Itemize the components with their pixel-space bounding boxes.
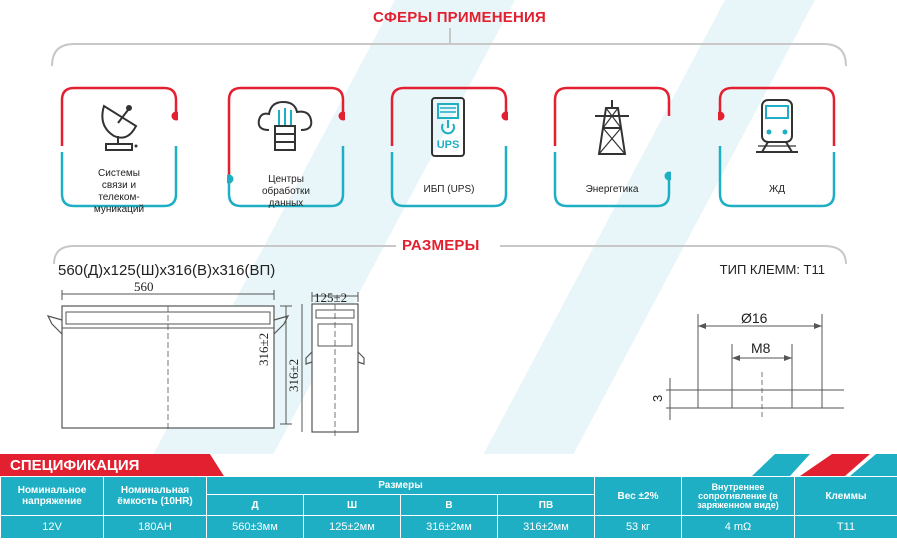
front-height-label: 316±2 xyxy=(256,332,271,366)
table-row: 12V 180AH 560±3мм 125±2мм 316±2мм 316±2м… xyxy=(0,515,897,539)
application-card-datacenter: Центры обработки данных xyxy=(227,86,345,209)
dimensions-title: РАЗМЕРЫ xyxy=(402,237,480,254)
front-width-label: 560 xyxy=(134,279,154,294)
terminal-thread-label: M8 xyxy=(751,340,771,356)
applications-bracket xyxy=(51,28,847,67)
spec-title: СПЕЦИФИКАЦИЯ xyxy=(10,457,140,474)
spec-table: Номинальное напряжение Номинальная ёмкос… xyxy=(0,475,897,539)
battery-side-drawing xyxy=(301,292,365,436)
cloud-server-icon xyxy=(257,100,313,151)
front-height-dim xyxy=(280,305,292,425)
power-tower-icon xyxy=(595,100,629,155)
application-card-energy: Энергетика xyxy=(553,86,671,208)
application-label: Энергетика xyxy=(585,184,639,195)
terminal-type: ТИП КЛЕММ: T11 xyxy=(719,262,825,277)
application-label: ЖД xyxy=(768,184,785,195)
cell-th: 316±2мм xyxy=(497,515,595,539)
spec-header-bar: СПЕЦИФИКАЦИЯ xyxy=(0,454,897,476)
cell-d: 560±3мм xyxy=(206,515,304,539)
application-card-ups: UPS ИБП (UPS) xyxy=(390,86,508,208)
side-width-label: 125±2 xyxy=(314,290,348,305)
header-w: Ш xyxy=(303,494,401,516)
cell-h: 316±2мм xyxy=(400,515,498,539)
cell-weight: 53 кг xyxy=(594,515,682,539)
header-capacity: Номинальная ёмкость (10HR) xyxy=(103,476,207,516)
header-dimensions: Размеры xyxy=(206,475,595,496)
header-d: Д xyxy=(206,494,304,516)
ups-icon: UPS xyxy=(431,97,465,157)
train-icon xyxy=(756,99,798,153)
terminal-drawing xyxy=(666,314,844,420)
header-voltage: Номинальное напряжение xyxy=(0,476,104,516)
header-terminals: Клеммы xyxy=(794,476,897,516)
cell-resistance: 4 mΩ xyxy=(681,515,795,539)
battery-front-drawing xyxy=(46,290,290,432)
satellite-dish-icon xyxy=(101,104,138,151)
cell-capacity: 180AH xyxy=(103,515,207,539)
header-h: В xyxy=(400,494,498,516)
header-weight: Вес ±2% xyxy=(594,476,682,516)
ups-icon-text: UPS xyxy=(437,139,460,151)
application-label: ИБП (UPS) xyxy=(423,184,475,195)
cell-terminals: T11 xyxy=(794,515,897,539)
terminal-outer-label: Ø16 xyxy=(741,310,768,326)
header-resistance: Внутреннее сопротивление (в заряженном в… xyxy=(681,476,795,516)
application-card-telecom: Системы связи и телеком-муникаций xyxy=(60,86,178,215)
header-th: ПВ xyxy=(497,494,595,516)
side-height-label: 316±2 xyxy=(286,358,301,392)
application-label: Системы связи и телеком-муникаций xyxy=(93,168,145,215)
application-card-railway: ЖД xyxy=(718,86,836,208)
dimensions-bracket xyxy=(53,245,847,265)
applications-title: СФЕРЫ ПРИМЕНЕНИЯ xyxy=(373,9,546,26)
cell-w: 125±2мм xyxy=(303,515,401,539)
application-label: Центры обработки данных xyxy=(261,174,311,209)
terminal-height-label: 3 xyxy=(650,394,665,402)
cell-voltage: 12V xyxy=(0,515,104,539)
dimensions-size-line: 560(Д)x125(Ш)x316(В)x316(ВП) xyxy=(58,262,276,279)
